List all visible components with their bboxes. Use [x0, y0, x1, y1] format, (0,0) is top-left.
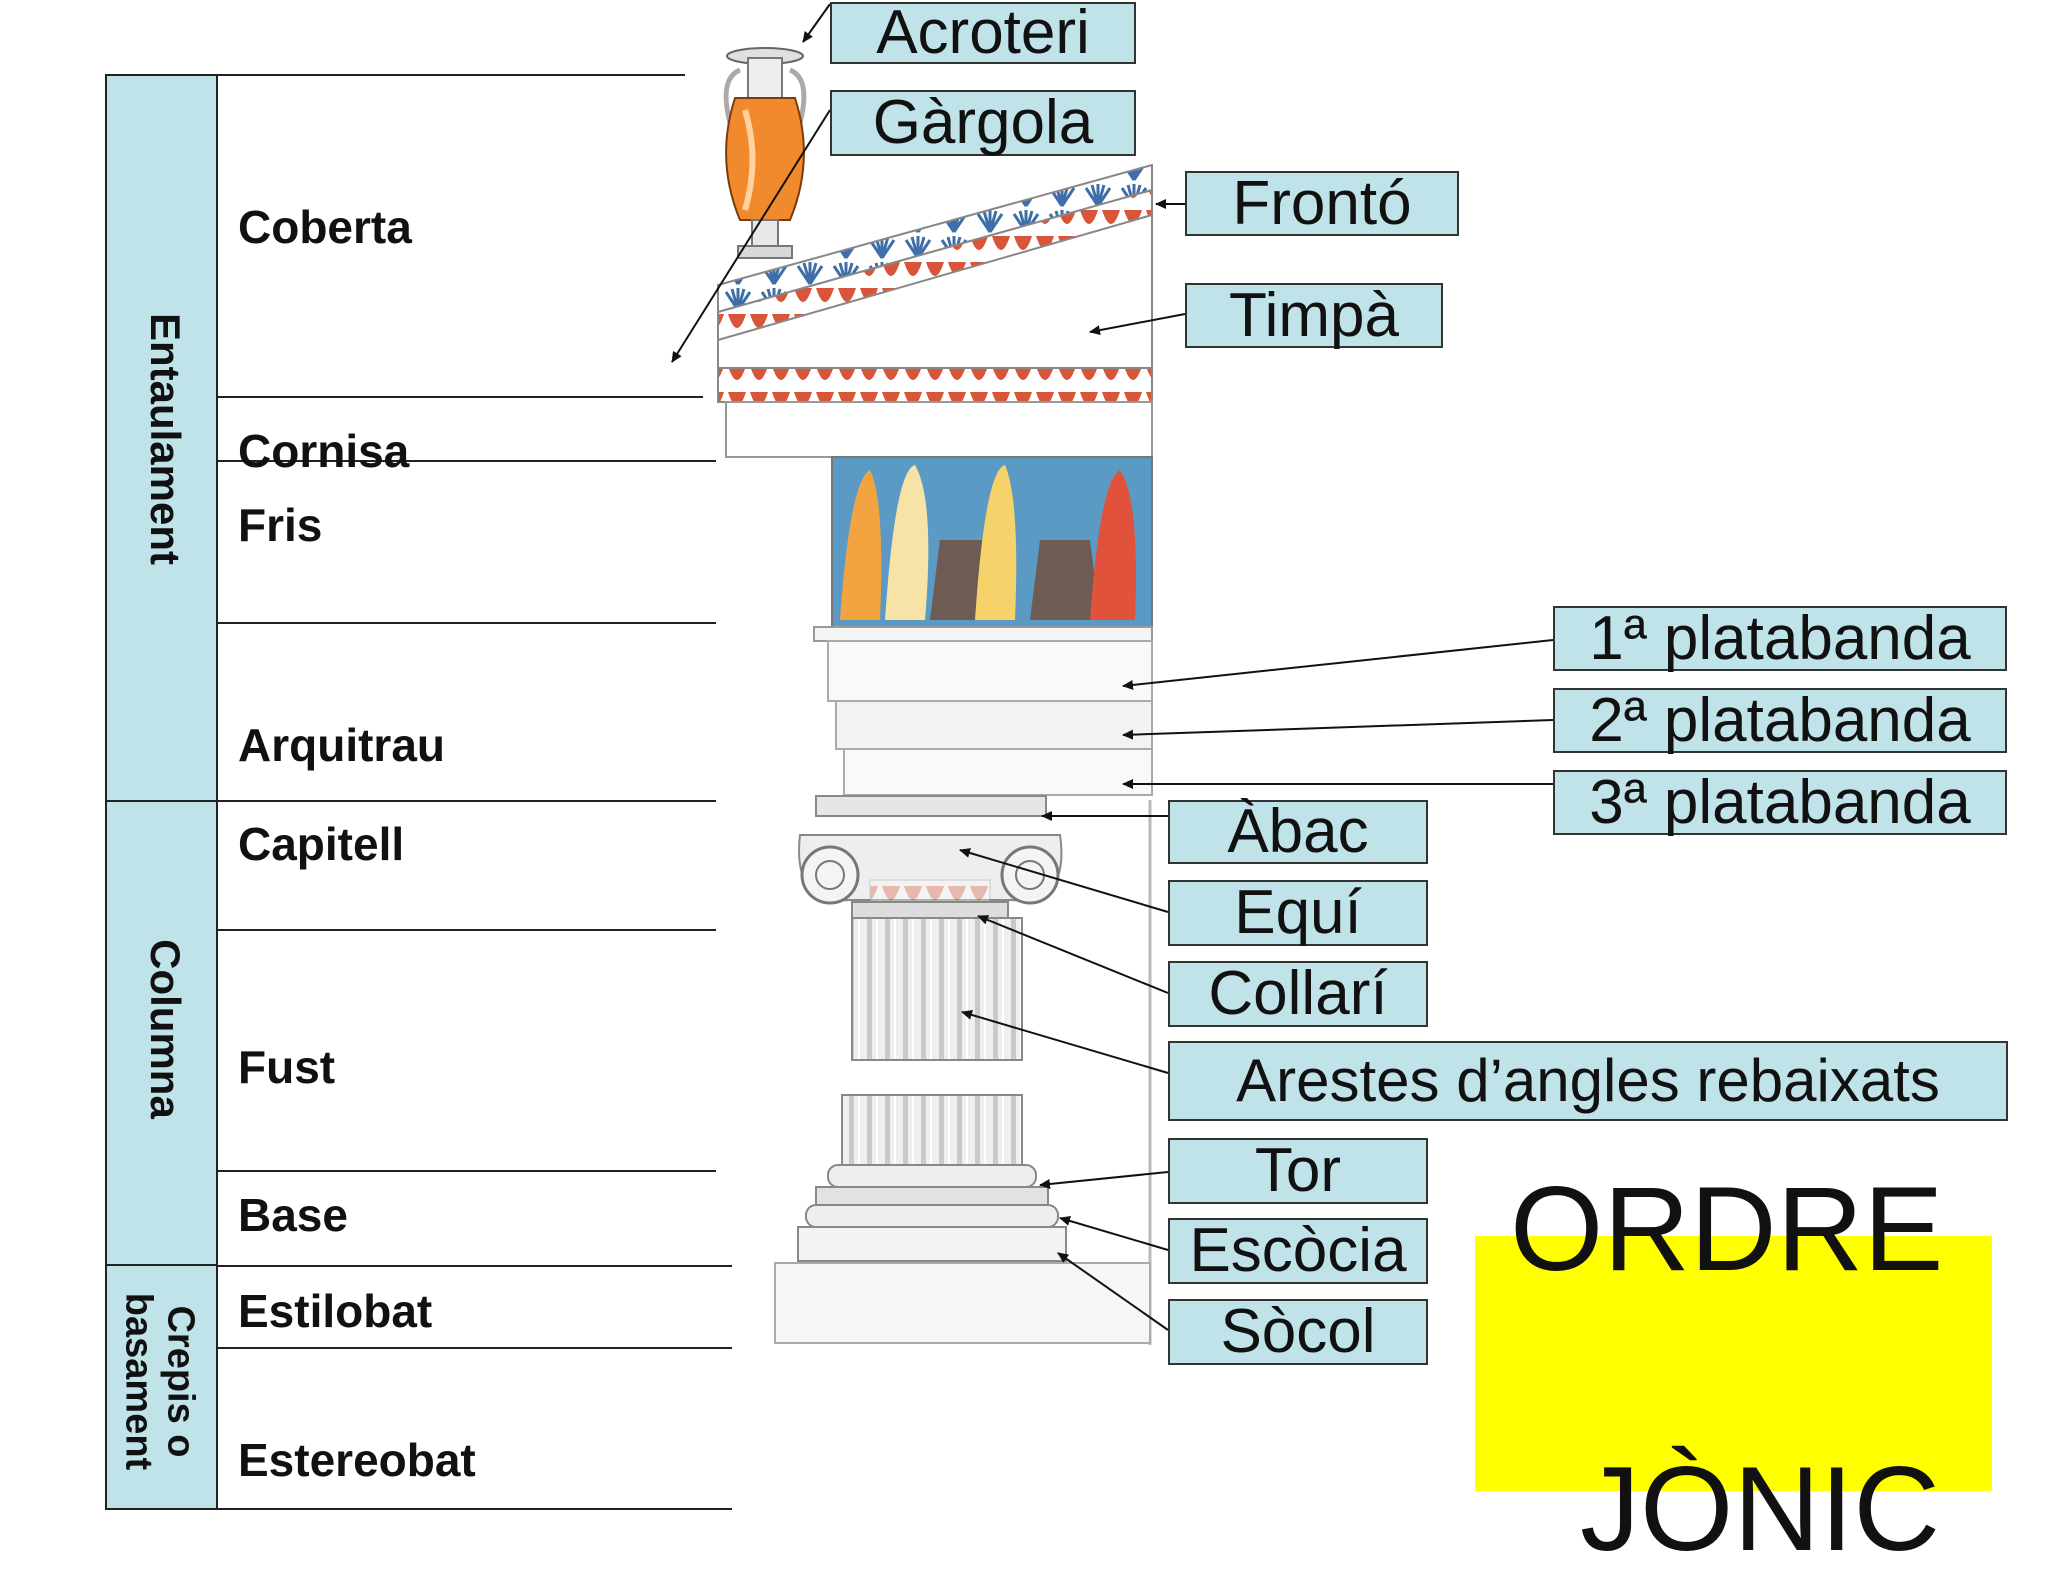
tag-collari: Collarí — [1168, 961, 1428, 1027]
tag-fronto: Frontó — [1185, 171, 1459, 236]
stylobate-block — [774, 1262, 1151, 1344]
acroterion-vase — [723, 47, 807, 259]
row-line-fust — [218, 1170, 716, 1172]
tag-acroteri: Acroteri — [830, 2, 1136, 64]
title-line-2: JÒNIC — [1580, 1442, 1940, 1576]
row-label-arquitrau: Arquitrau — [238, 719, 445, 771]
tag-timpa: Timpà — [1185, 283, 1443, 348]
ionic-capital — [798, 795, 1063, 919]
row-line-capitell — [218, 929, 716, 931]
row-line-estereobat — [218, 1508, 732, 1510]
pediment — [717, 163, 1153, 458]
row-line-arquitrau — [218, 800, 716, 802]
group-entaulament-box — [105, 74, 218, 802]
shaft-upper — [851, 917, 1023, 1061]
tag-escocia: Escòcia — [1168, 1218, 1428, 1284]
tag-equi: Equí — [1168, 880, 1428, 946]
tag-platabanda-3: 3ª platabanda — [1553, 770, 2007, 835]
row-line-base — [218, 1265, 732, 1267]
row-label-fust: Fust — [238, 1041, 336, 1093]
tag-platabanda-1: 1ª platabanda — [1553, 606, 2007, 671]
row-label-capitell: Capitell — [238, 818, 405, 870]
group-columna-box — [105, 800, 218, 1266]
row-line-fris — [218, 622, 716, 624]
tag-tor: Tor — [1168, 1138, 1428, 1204]
row-line-estilobat — [218, 1347, 732, 1349]
row-label-cornisa: Cornisa — [238, 425, 410, 477]
tag-arestes: Arestes d’angles rebaixats — [1168, 1041, 2008, 1121]
title-line-1: ORDRE — [1510, 1162, 1944, 1296]
group-crepis-box — [105, 1264, 218, 1510]
row-line-top — [218, 74, 685, 76]
title-highlight — [1475, 1236, 1992, 1491]
row-label-coberta: Coberta — [238, 201, 412, 253]
row-line-coberta — [218, 396, 703, 398]
ionic-temple-illustration — [671, 3, 1554, 1345]
row-line-cornisa — [218, 460, 716, 462]
label-arrows — [671, 3, 1554, 1331]
tag-abac: Àbac — [1168, 800, 1428, 864]
shaft-lower — [841, 1094, 1023, 1166]
row-label-base: Base — [238, 1189, 348, 1241]
frieze — [813, 456, 1153, 642]
tag-platabanda-2: 2ª platabanda — [1553, 688, 2007, 753]
tag-socol: Sòcol — [1168, 1299, 1428, 1365]
architrave — [827, 640, 1153, 796]
row-label-estereobat: Estereobat — [238, 1434, 476, 1486]
ionic-base — [797, 1164, 1067, 1262]
tag-gargola: Gàrgola — [830, 90, 1136, 156]
row-label-estilobat: Estilobat — [238, 1285, 433, 1337]
row-label-fris: Fris — [238, 499, 323, 551]
